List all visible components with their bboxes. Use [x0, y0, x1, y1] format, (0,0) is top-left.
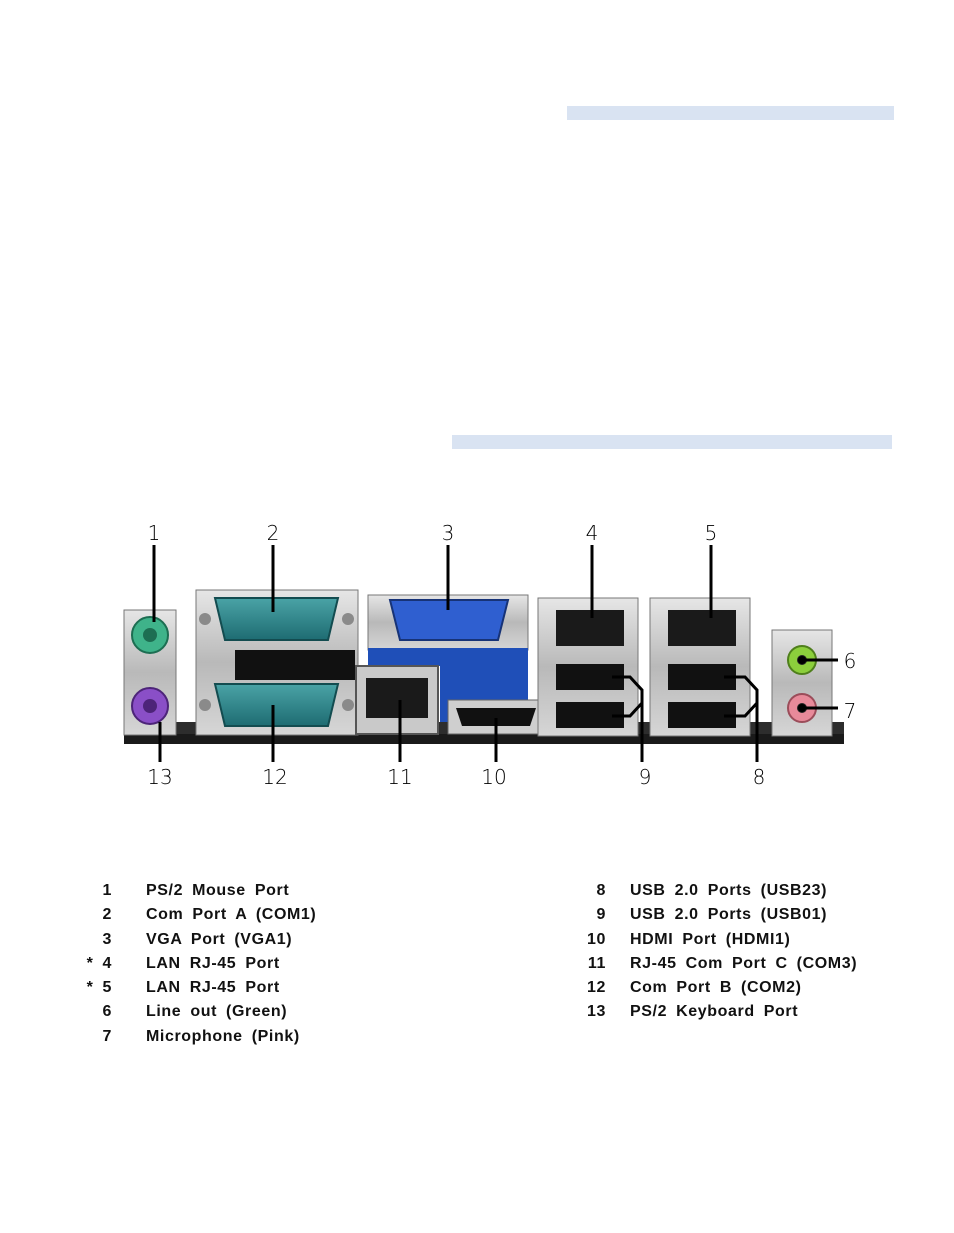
legend-label: LAN RJ-45 Port: [146, 955, 280, 973]
legend-label: USB 2.0 Ports (USB23): [630, 882, 827, 900]
callout-4: 4: [586, 521, 599, 545]
legend-number: 3: [68, 931, 112, 949]
legend-number: 8: [562, 882, 606, 900]
legend-label: HDMI Port (HDMI1): [630, 931, 790, 949]
callout-12: 12: [262, 765, 287, 789]
legend-number: 12: [562, 979, 606, 997]
legend-label: PS/2 Keyboard Port: [630, 1003, 798, 1021]
legend-number: 10: [562, 931, 606, 949]
legend-label: RJ-45 Com Port C (COM3): [630, 955, 857, 973]
io-panel-figure: 1 2 3 4 5 6 7 13 12 11 10 9 8: [0, 0, 954, 850]
com1-port: [215, 598, 338, 640]
legend-number: 6: [68, 1003, 112, 1021]
callout-3: 3: [442, 521, 455, 545]
legend-label: Com Port B (COM2): [630, 979, 802, 997]
callout-8: 8: [753, 765, 766, 789]
legend-number: 9: [562, 906, 606, 924]
legend-label: PS/2 Mouse Port: [146, 882, 289, 900]
legend-label: LAN RJ-45 Port: [146, 979, 280, 997]
callout-7: 7: [844, 699, 857, 723]
audio-stack: [772, 630, 832, 736]
legend-number: 2: [68, 906, 112, 924]
legend-label: VGA Port (VGA1): [146, 931, 292, 949]
lan-port-2: [668, 610, 736, 646]
legend-number: 13: [562, 1003, 606, 1021]
callout-2: 2: [267, 521, 280, 545]
serial-stack: [196, 590, 358, 735]
callout-9: 9: [639, 765, 652, 789]
legend-number: * 4: [68, 955, 112, 973]
legend-number: 7: [68, 1028, 112, 1046]
legend-label: Com Port A (COM1): [146, 906, 316, 924]
callout-1: 1: [148, 521, 161, 545]
legend-label: Microphone (Pink): [146, 1028, 300, 1046]
com2-port: [215, 684, 338, 726]
lan-port-1: [556, 610, 624, 646]
legend-number: 11: [562, 955, 606, 973]
callout-11: 11: [387, 765, 412, 789]
legend-label: USB 2.0 Ports (USB01): [630, 906, 827, 924]
legend-number: 1: [68, 882, 112, 900]
callout-13: 13: [147, 765, 172, 789]
legend-number: * 5: [68, 979, 112, 997]
callout-10: 10: [481, 765, 506, 789]
ps2-stack: [124, 610, 176, 735]
callout-6: 6: [844, 649, 857, 673]
legend-label: Line out (Green): [146, 1003, 287, 1021]
callout-5: 5: [705, 521, 718, 545]
